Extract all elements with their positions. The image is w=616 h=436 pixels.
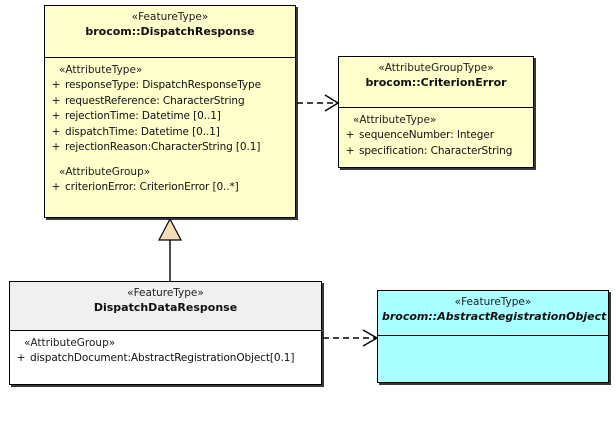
compartment-group-label: «AttributeType» [353, 114, 437, 126]
attribute-visibility: + [51, 79, 61, 91]
attribute-row[interactable]: + responseType: DispatchResponseType [47, 78, 293, 94]
attribute-text: sequenceNumber: Integer [359, 129, 494, 141]
attribute-text: rejectionReason:CharacterString [0.1] [65, 141, 261, 153]
attribute-text: criterionError: CriterionError [0..*] [65, 180, 239, 193]
class-box-criterion-error[interactable]: «AttributeGroupType» brocom::CriterionEr… [338, 56, 534, 168]
class-header-abstract-registration-object: «FeatureType» brocom::AbstractRegistrati… [378, 291, 608, 336]
class-body-dispatch-data-response: «AttributeGroup» + dispatchDocument:Abst… [10, 331, 321, 371]
class-stereotype: «AttributeGroupType» [378, 62, 494, 74]
class-name: brocom::CriterionError [365, 76, 507, 89]
dependency-dispatchresponse-to-criterionerror[interactable] [297, 94, 340, 112]
class-box-abstract-registration-object[interactable]: «FeatureType» brocom::AbstractRegistrati… [377, 290, 609, 383]
attribute-row[interactable]: + criterionError: CriterionError [0..*] [47, 180, 293, 196]
attribute-visibility: + [345, 129, 355, 141]
attribute-row[interactable]: + sequenceNumber: Integer [341, 128, 531, 144]
class-name: DispatchDataResponse [93, 301, 238, 314]
attribute-row[interactable]: + specification: CharacterString [341, 144, 531, 160]
dependency-dispatchdata-to-abstractregistrationobject[interactable] [323, 329, 379, 347]
attribute-visibility: + [16, 352, 26, 364]
class-name: brocom::AbstractRegistrationObject [382, 310, 607, 323]
generalization-dispatchdata-to-dispatchresponse[interactable] [158, 217, 182, 281]
attribute-text: dispatchTime: Datetime [0..1] [65, 125, 220, 138]
class-header-criterion-error: «AttributeGroupType» brocom::CriterionEr… [339, 57, 533, 108]
attribute-visibility: + [51, 94, 61, 107]
attribute-visibility: + [51, 110, 61, 122]
class-header-dispatch-data-response: «FeatureType» DispatchDataResponse [10, 282, 321, 331]
compartment-group-label: «AttributeType» [59, 64, 143, 76]
attribute-row[interactable]: + dispatchTime: Datetime [0..1] [47, 125, 293, 141]
class-stereotype: «FeatureType» [131, 11, 209, 23]
class-name: brocom::DispatchResponse [85, 25, 255, 38]
attribute-visibility: + [51, 125, 61, 138]
attribute-row[interactable]: + rejectionTime: Datetime [0..1] [47, 109, 293, 125]
compartment-group-label: «AttributeGroup» [24, 337, 116, 349]
attribute-text: specification: CharacterString [359, 144, 513, 157]
class-stereotype: «FeatureType» [454, 296, 532, 308]
class-box-dispatch-response[interactable]: «FeatureType» brocom::DispatchResponse «… [44, 5, 296, 218]
class-header-dispatch-response: «FeatureType» brocom::DispatchResponse [45, 6, 295, 58]
attribute-text: requestReference: CharacterString [65, 94, 245, 107]
attribute-visibility: + [51, 141, 61, 153]
attribute-visibility: + [51, 180, 61, 193]
class-box-dispatch-data-response[interactable]: «FeatureType» DispatchDataResponse «Attr… [9, 281, 322, 385]
attribute-text: responseType: DispatchResponseType [65, 79, 261, 91]
attribute-text: rejectionTime: Datetime [0..1] [65, 110, 221, 122]
class-body-dispatch-response: «AttributeType» + responseType: Dispatch… [45, 58, 295, 199]
attribute-row[interactable]: + rejectionReason:CharacterString [0.1] [47, 140, 293, 156]
attribute-text: dispatchDocument:AbstractRegistrationObj… [30, 352, 295, 364]
attribute-visibility: + [345, 144, 355, 157]
compartment-group-label: «AttributeGroup» [59, 165, 151, 178]
class-stereotype: «FeatureType» [127, 287, 204, 299]
class-body-criterion-error: «AttributeType» + sequenceNumber: Intege… [339, 108, 533, 163]
attribute-row[interactable]: + requestReference: CharacterString [47, 94, 293, 110]
attribute-row[interactable]: + dispatchDocument:AbstractRegistrationO… [12, 351, 319, 367]
